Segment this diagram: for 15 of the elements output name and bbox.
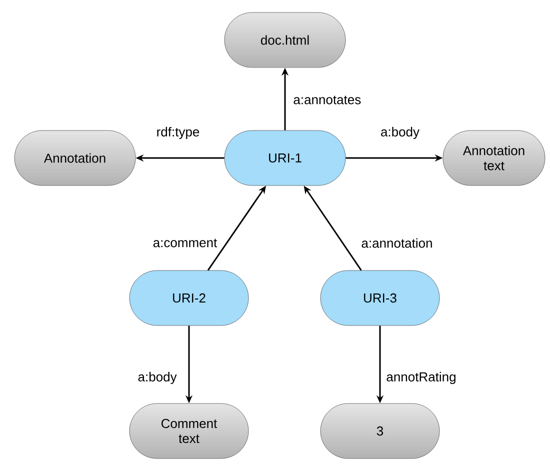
edge-label: a:body bbox=[379, 126, 420, 140]
literal-node: Annotation text bbox=[442, 130, 546, 186]
literal-node: Annotation bbox=[14, 130, 136, 186]
edge-label: a:annotates bbox=[292, 94, 362, 106]
literal-node: Comment text bbox=[129, 403, 249, 459]
edge-label: a:body bbox=[136, 370, 178, 386]
edge-label: a:annotation bbox=[360, 237, 434, 249]
resource-node: URI-2 bbox=[129, 270, 249, 326]
edge-label: rdf:type bbox=[155, 126, 201, 140]
resource-node: URI-3 bbox=[320, 270, 440, 326]
literal-node: doc.html bbox=[224, 12, 346, 68]
literal-node: 3 bbox=[320, 403, 440, 459]
resource-node: URI-1 bbox=[224, 130, 346, 186]
edge-label: a:comment bbox=[152, 238, 218, 248]
edge-label: annotRating bbox=[385, 370, 458, 386]
